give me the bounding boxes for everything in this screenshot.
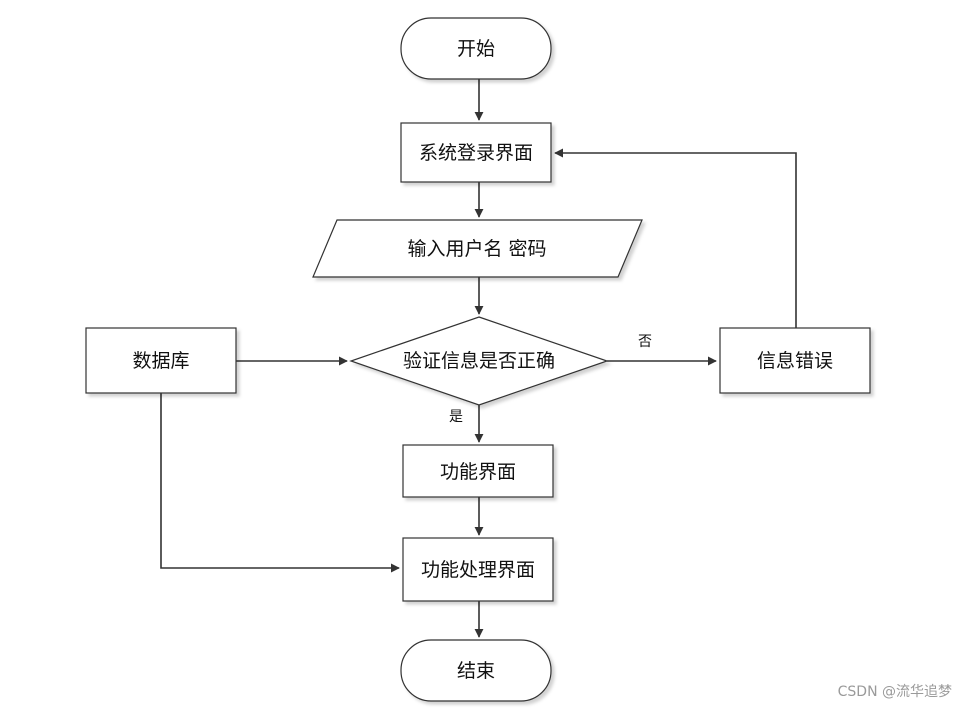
edges: [160, 79, 797, 638]
process-shape: [400, 122, 552, 183]
node-label-function: 功能界面: [440, 461, 516, 483]
node-label-database: 数据库: [132, 350, 189, 372]
node-database: 数据库: [85, 327, 237, 394]
edge-database-to-processing: [160, 393, 400, 573]
node-label-error: 信息错误: [757, 350, 833, 372]
node-error: 信息错误: [719, 327, 871, 394]
node-label-login: 系统登录界面: [419, 142, 533, 164]
node-label-start: 开始: [457, 38, 495, 60]
node-label-input: 输入用户名 密码: [407, 238, 546, 260]
edge-label-yes: 是: [449, 409, 463, 425]
watermark-text: CSDN @流华追梦: [838, 684, 952, 700]
node-end: 结束: [400, 639, 552, 702]
process-shape: [402, 444, 554, 498]
node-start: 开始: [400, 17, 552, 80]
process-shape: [402, 537, 554, 602]
process-shape: [719, 327, 871, 394]
terminator-shape: [400, 639, 552, 702]
node-label-verify: 验证信息是否正确: [403, 350, 555, 372]
edge-error-to-login: [554, 148, 797, 328]
node-input: 输入用户名 密码: [312, 219, 643, 278]
node-function: 功能界面: [402, 444, 554, 498]
terminator-shape: [400, 17, 552, 80]
node-verify: 验证信息是否正确: [349, 316, 609, 406]
data-shape: [312, 219, 643, 278]
process-shape: [85, 327, 237, 394]
node-label-end: 结束: [457, 660, 495, 682]
node-label-processing: 功能处理界面: [421, 559, 535, 581]
node-login: 系统登录界面: [400, 122, 552, 183]
decision-shape: [349, 316, 609, 406]
node-processing: 功能处理界面: [402, 537, 554, 602]
edge-label-no: 否: [638, 334, 652, 350]
